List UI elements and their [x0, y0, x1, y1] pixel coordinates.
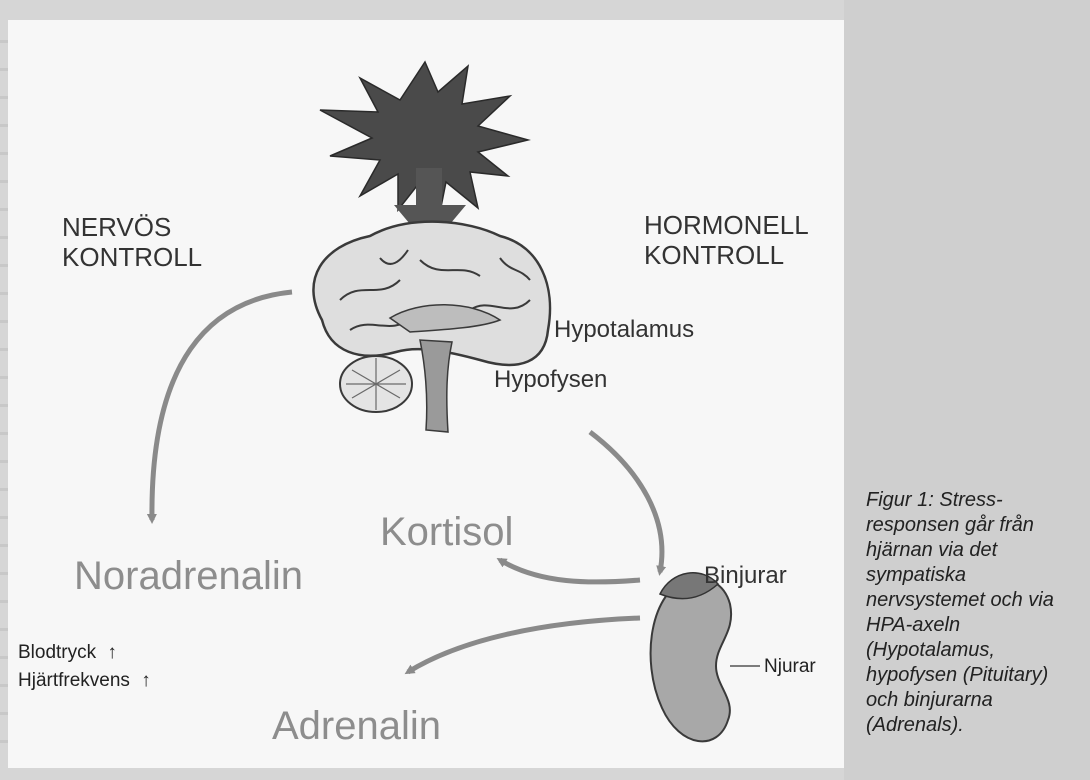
blodtryck-label: Blodtryck: [18, 642, 96, 663]
hormonal-arrow: [590, 432, 662, 572]
adrenalin-arrow: [408, 618, 640, 672]
brain-icon: [313, 222, 550, 432]
kortisol-label: Kortisol: [380, 510, 513, 555]
hormonal-control-line2: KONTROLL: [644, 240, 784, 270]
kortisol-arrow: [500, 560, 640, 582]
hjartfrekvens-label: Hjärtfrekvens: [18, 670, 130, 691]
binjurar-label: Binjurar: [704, 562, 787, 590]
hormonal-control-line1: HORMONELL: [644, 210, 809, 240]
nervous-arrow: [152, 292, 292, 520]
hypotalamus-label: Hypotalamus: [554, 316, 694, 344]
hypofysen-label: Hypofysen: [494, 366, 607, 394]
adrenalin-label: Adrenalin: [272, 704, 441, 749]
up-arrow-icon: ↑: [107, 642, 117, 663]
noradrenalin-label: Noradrenalin: [74, 554, 303, 599]
nervous-control-line2: KONTROLL: [62, 242, 202, 272]
up-arrow-icon: ↑: [141, 670, 151, 691]
figure-caption: Figur 1: Stress-responsen går från hjärn…: [866, 488, 1066, 738]
njurar-label: Njurar: [764, 656, 816, 678]
kidney-icon: [651, 573, 760, 742]
hjartfrekvens-row: Hjärtfrekvens ↑: [18, 670, 151, 692]
nervous-control-line1: NERVÖS: [62, 212, 171, 242]
blodtryck-row: Blodtryck ↑: [18, 642, 117, 664]
